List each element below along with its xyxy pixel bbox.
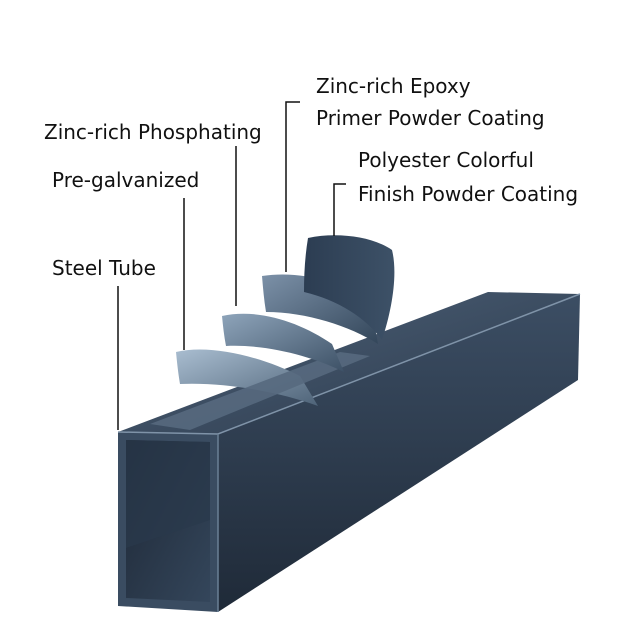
label-polyester-line1: Polyester Colorful (358, 148, 534, 172)
label-zinc-rich-epoxy-line1: Zinc-rich Epoxy (316, 74, 471, 98)
leader-polyester (333, 183, 346, 236)
label-zinc-rich-epoxy-line2: Primer Powder Coating (316, 106, 545, 130)
tube-side-face (218, 294, 580, 612)
label-pre-galvanized: Pre-galvanized (52, 168, 200, 192)
label-steel-tube: Steel Tube (52, 256, 156, 280)
layer-zinc-rich-phosphating (222, 313, 344, 372)
leader-zinc-rich-epoxy (285, 101, 300, 272)
label-zinc-rich-phosphating: Zinc-rich Phosphating (44, 120, 262, 144)
layer-strip-on-tube (150, 352, 370, 430)
label-polyester-line2: Finish Powder Coating (358, 182, 579, 206)
layer-polyester-finish (304, 235, 395, 340)
tube-hollow-shade (126, 440, 210, 548)
